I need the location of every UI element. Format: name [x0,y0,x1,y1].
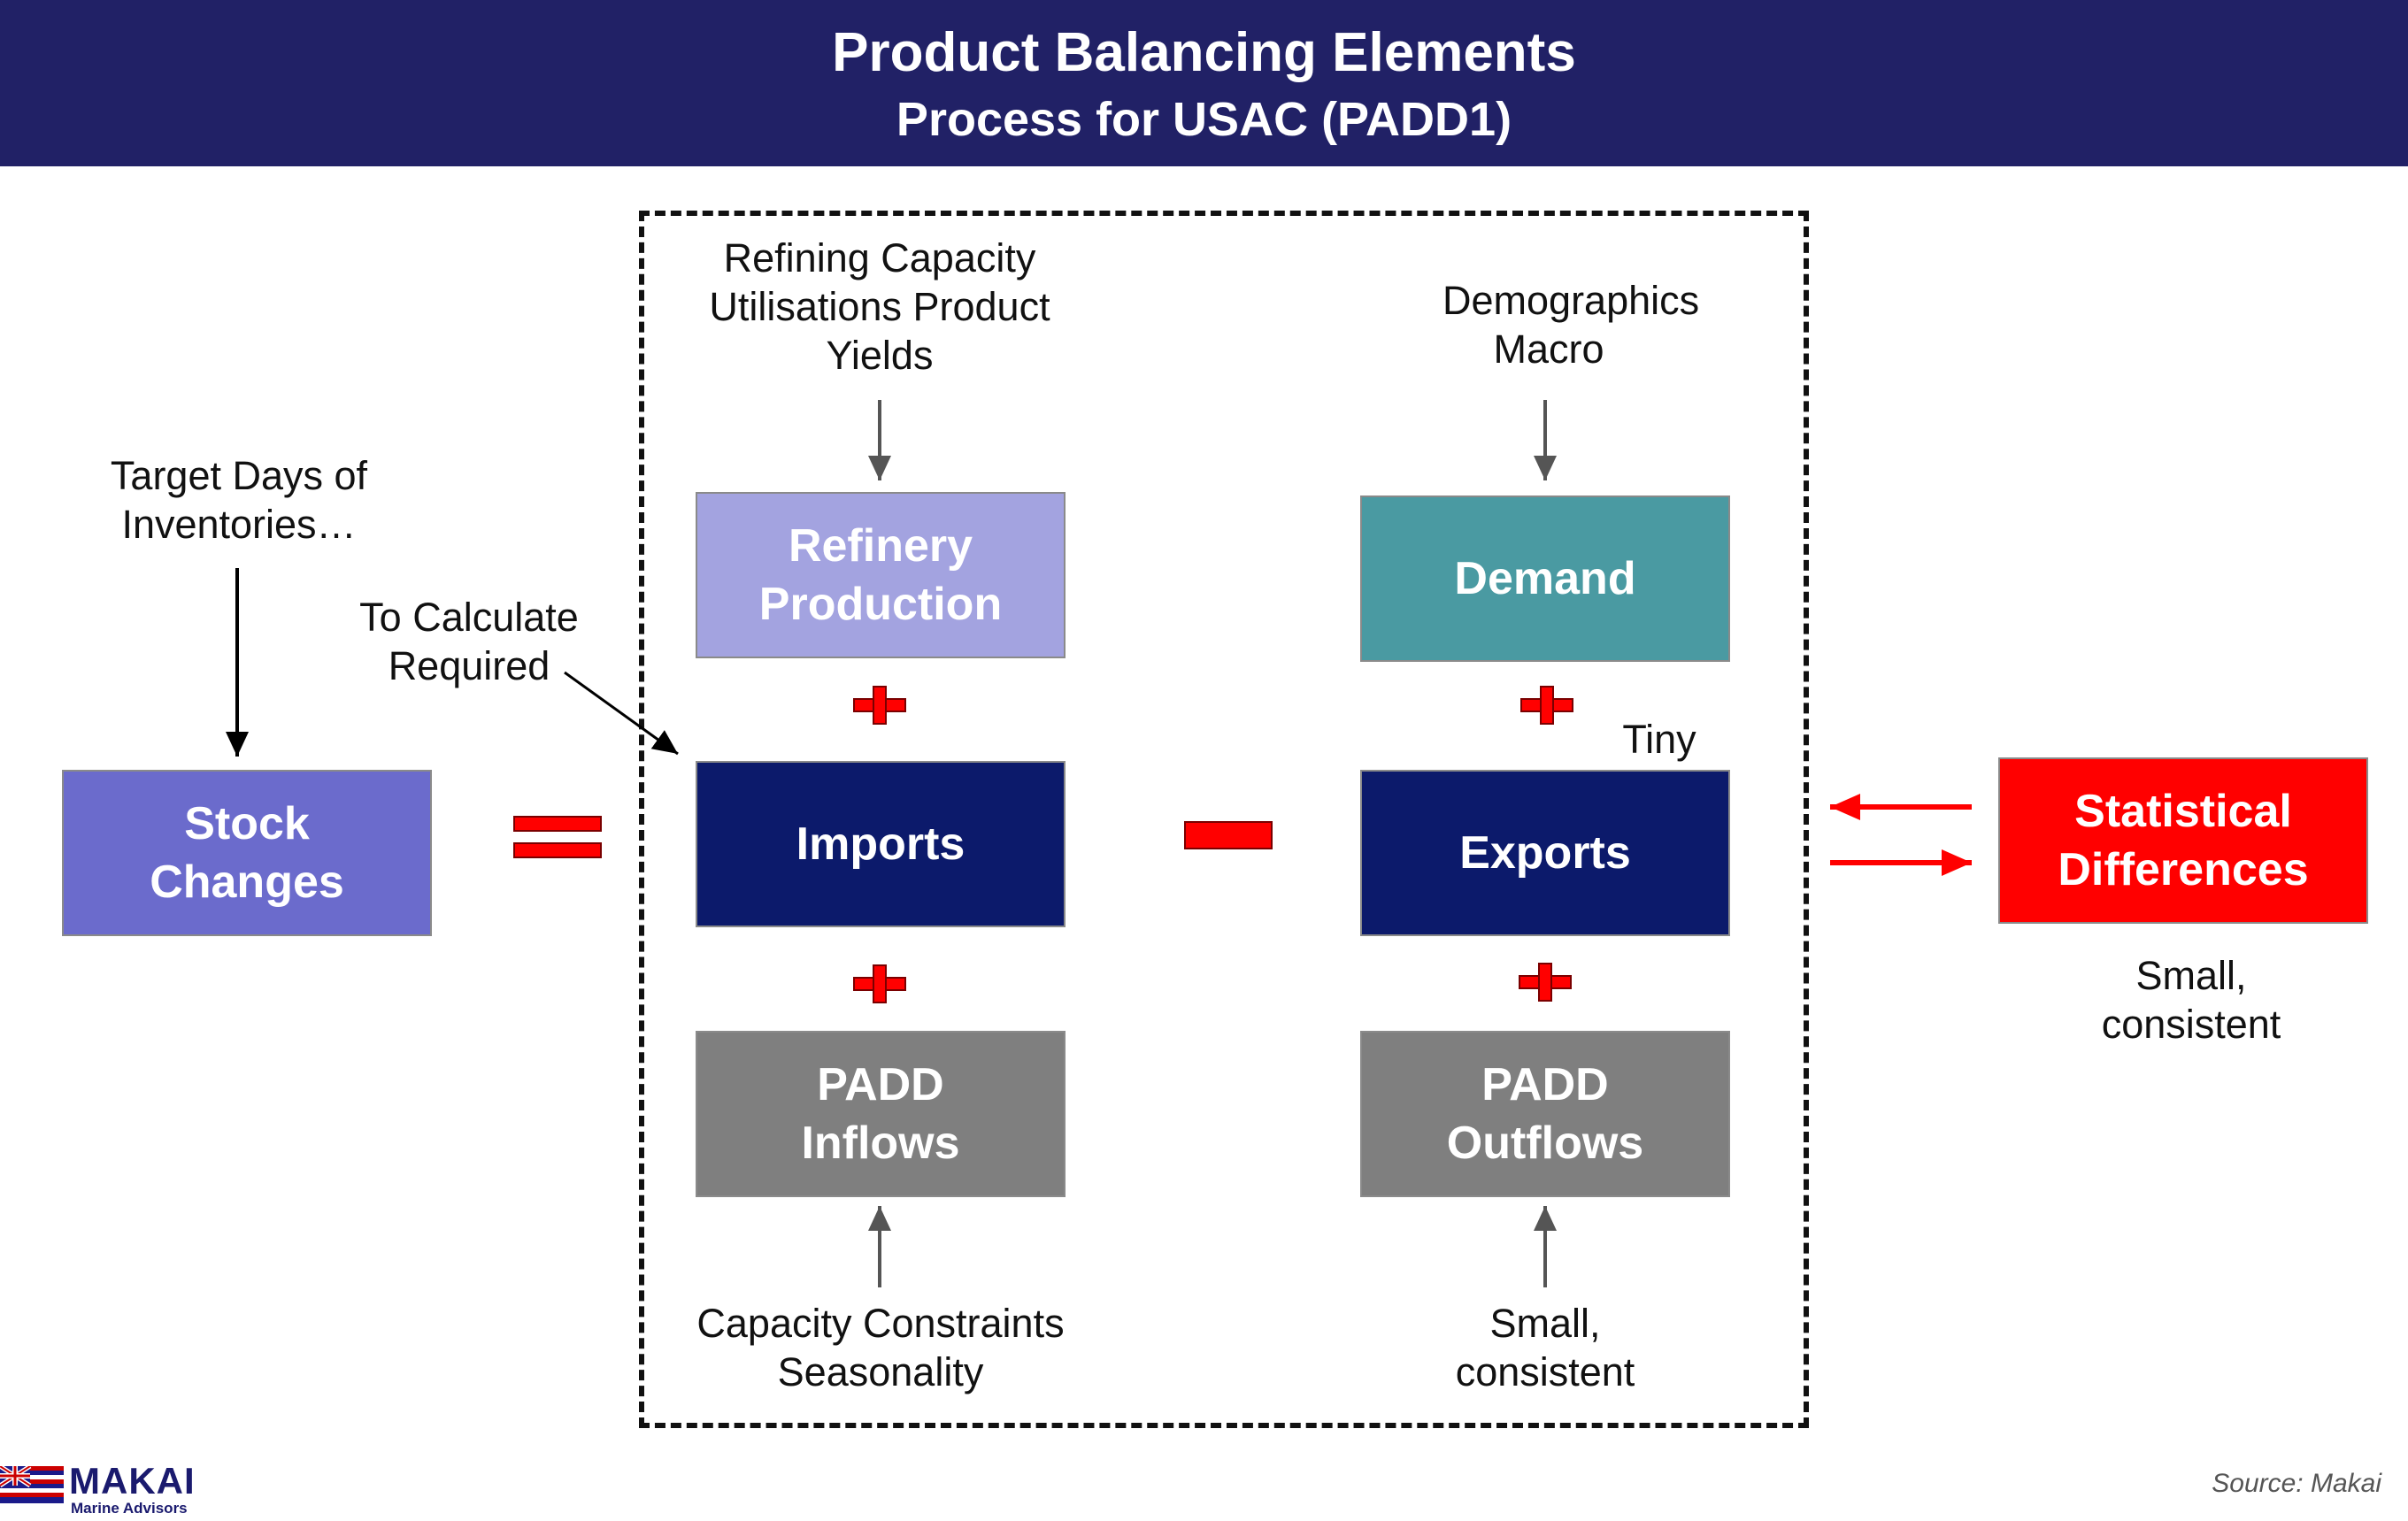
statistical-differences-box: Statistical Differences [1998,757,2368,924]
minus-operator [1184,821,1273,849]
exports-box: Exports [1360,770,1730,936]
capacity-constraints-note: Capacity Constraints Seasonality [696,1301,1065,1394]
equals-operator [513,816,602,860]
source-note: Source: Makai [2212,1469,2381,1498]
target-days-note: Target Days of Inventories… [110,453,368,547]
balance-group-outline [639,211,1809,1428]
plus-operator-3 [1520,686,1573,725]
logo-name: MAKAI [69,1460,196,1502]
stock-changes-box: Stock Changes [62,770,432,936]
plus-operator-1 [853,686,906,725]
imports-box: Imports [696,761,1066,927]
makai-logo: MAKAI Marine Advisors [0,1460,212,1521]
demographics-note: Demographics Macro [1442,278,1700,372]
plus-operator-4 [1519,963,1572,1002]
title-banner: Product Balancing Elements Process for U… [0,0,2408,166]
demand-box: Demand [1360,495,1730,662]
plus-operator-2 [853,964,906,1003]
equals-bar-top [513,816,602,832]
to-calculate-note: To Calculate Required [359,595,579,688]
refining-capacity-note: Refining Capacity Utilisations Product Y… [709,235,1050,378]
page-title: Product Balancing Elements [832,22,1576,83]
logo-tagline: Marine Advisors [71,1500,188,1517]
refinery-production-box: Refinery Production [696,492,1066,658]
hawaii-flag-icon [0,1466,64,1503]
equals-bar-bottom [513,842,602,858]
tiny-note: Tiny [1622,717,1696,762]
padd-inflows-box: PADD Inflows [696,1031,1066,1197]
outflows-small-note: Small, consistent [1455,1301,1635,1394]
padd-outflows-box: PADD Outflows [1360,1031,1730,1197]
stat-small-note: Small, consistent [2101,953,2281,1047]
page-subtitle: Process for USAC (PADD1) [896,93,1512,146]
